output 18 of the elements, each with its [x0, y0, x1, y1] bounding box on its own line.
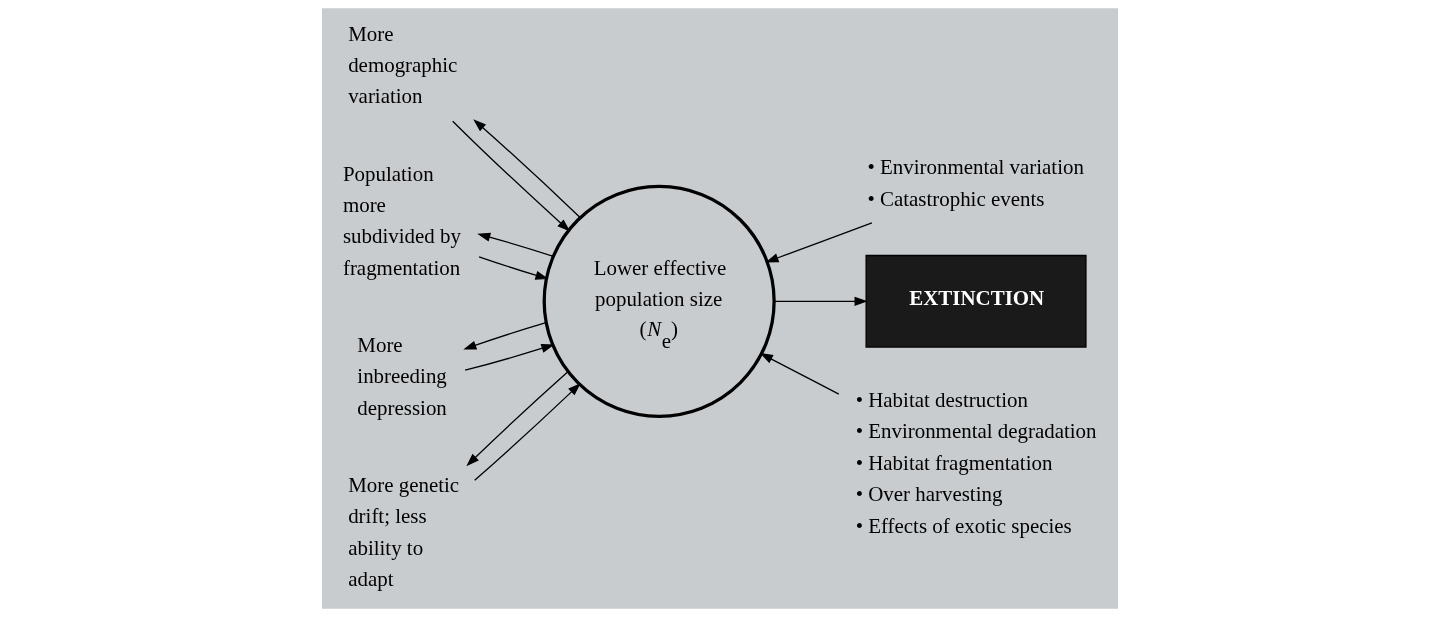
node-text: More inbreeding depression — [357, 333, 447, 420]
arrow — [473, 119, 581, 219]
node-text: More genetic drift; less ability to adapt — [348, 473, 460, 592]
node-text: Population more subdivided by fragmentation — [342, 161, 461, 280]
node-text: • Habitat destruction • Environmental degradation • Habitat fragmentation • Over harvesting • Effects of exotic species — [855, 388, 1097, 538]
arrow — [773, 296, 868, 306]
arrow — [464, 343, 555, 371]
node-box: EXTINCTION — [865, 254, 1087, 348]
arrow — [765, 222, 873, 263]
node-text: • Environmental variation • Catastrophic events — [867, 155, 1084, 211]
arrow — [466, 370, 569, 467]
arrow — [463, 322, 547, 350]
arrow — [759, 353, 840, 395]
arrow — [452, 120, 571, 232]
arrow — [478, 256, 549, 280]
node-text: More demographic variation — [348, 21, 458, 109]
arrow — [477, 232, 554, 257]
arrow — [474, 383, 581, 481]
